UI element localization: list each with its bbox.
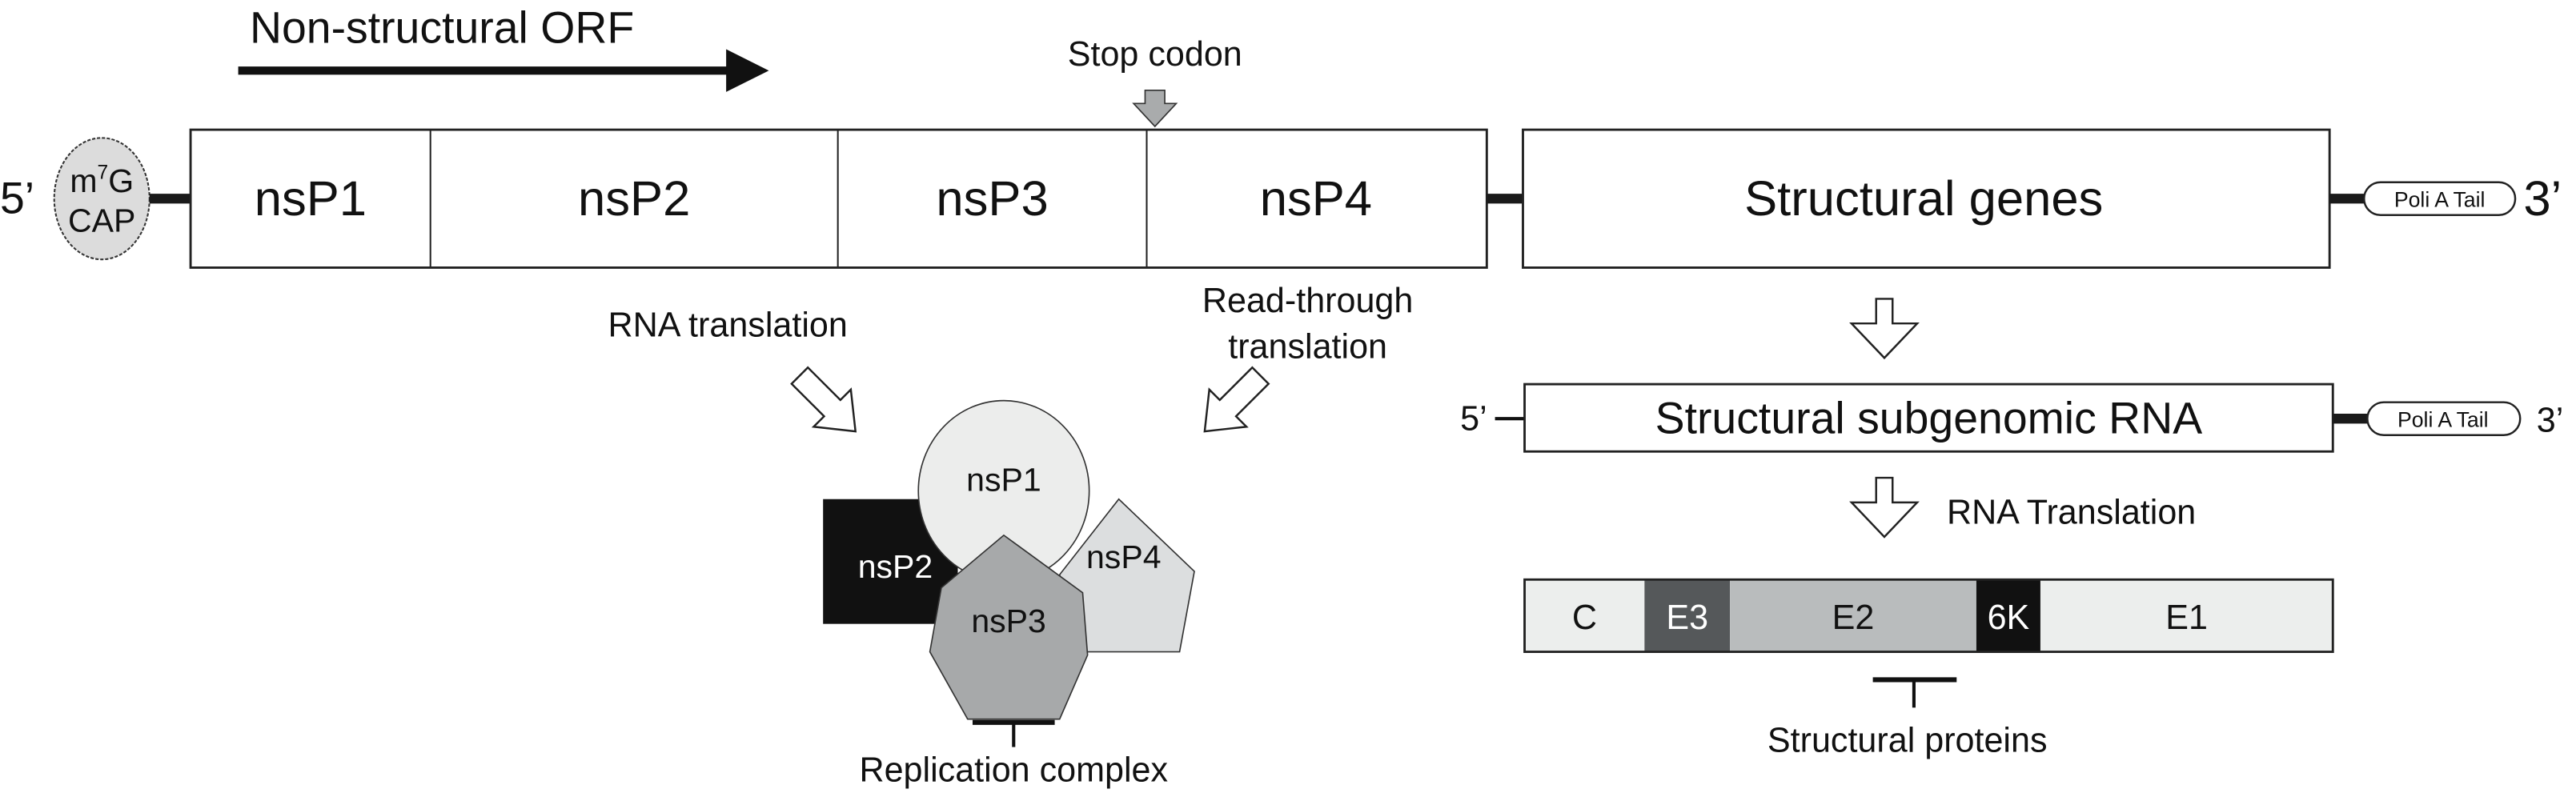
- structural-proteins-bar: C E3 E2 6K E1: [1523, 578, 2334, 653]
- protein-segment-6k: [1976, 579, 2040, 652]
- protein-nsp3-shape: [929, 534, 1089, 720]
- genome-5prime-label: 5’: [0, 174, 34, 223]
- protein-segment-e3: [1644, 579, 1731, 652]
- protein-segment-c: [1524, 579, 1645, 652]
- protein-nsp3-label: nsP3: [971, 603, 1046, 639]
- cap-label-line1: m7G: [70, 162, 134, 199]
- read-through-label-line1: Read-through: [1202, 282, 1413, 320]
- orf-arrow-icon: [238, 49, 769, 92]
- protein-nsp2-label: nsP2: [858, 548, 933, 585]
- subgenomic-rna-label: Structural subgenomic RNA: [1655, 394, 2203, 443]
- protein-segment-label: E3: [1666, 599, 1708, 637]
- replication-complex-bracket-icon: [972, 719, 1055, 747]
- protein-segment-label: 6K: [1988, 599, 2030, 637]
- read-through-arrow-icon: [1203, 366, 1270, 433]
- subgenomic-arrow-icon: [1849, 298, 1920, 360]
- genome-polya-tail: [2363, 181, 2517, 217]
- stop-codon-arrow-icon: [1132, 90, 1178, 128]
- subgenomic-rna-box: [1523, 382, 2334, 453]
- replication-complex-label: Replication complex: [859, 751, 1168, 790]
- cap-label-line2: CAP: [68, 202, 135, 238]
- genome-polya-label: Poli A Tail: [2394, 188, 2486, 212]
- rna-translation2-arrow-icon: [1849, 476, 1920, 539]
- rna-translation2-label: RNA Translation: [1947, 494, 2196, 532]
- protein-nsp4-shape: [1058, 498, 1195, 653]
- subgenomic-5prime-label: 5’: [1460, 400, 1487, 439]
- segment-nsp2: nsP2: [578, 171, 690, 226]
- structural-proteins-label: Structural proteins: [1767, 722, 2048, 760]
- protein-segment-label: E2: [1832, 599, 1875, 637]
- protein-segment-label: C: [1572, 599, 1597, 637]
- subgenomic-polya-label: Poli A Tail: [2397, 407, 2489, 431]
- structural-proteins-bracket-icon: [1872, 677, 1957, 708]
- protein-segment-e2: [1730, 579, 1976, 652]
- rna-translation-arrow-icon: [790, 366, 857, 433]
- structural-genes-label: Structural genes: [1744, 171, 2103, 226]
- read-through-label-line2: translation: [1228, 327, 1387, 366]
- segment-nsp1: nsP1: [255, 171, 367, 226]
- protein-nsp4-label: nsP4: [1086, 539, 1162, 575]
- structural-genes-box: [1522, 128, 2331, 269]
- protein-nsp1-label: nsP1: [966, 461, 1041, 498]
- protein-bar-outline: [1523, 578, 2334, 653]
- rna-translation-label: RNA translation: [608, 306, 847, 345]
- cap-circle: [53, 137, 150, 261]
- segment-nsp4: nsP4: [1260, 171, 1372, 226]
- protein-segment-e1: [2040, 579, 2333, 652]
- orf-label: Non-structural ORF: [250, 2, 634, 52]
- subgenomic-3prime-label: 3’: [2537, 402, 2564, 440]
- segment-nsp3: nsP3: [936, 171, 1048, 226]
- subgenomic-polya-tail: [2366, 401, 2522, 436]
- protein-segment-label: E1: [2165, 599, 2208, 637]
- genome-3prime-label: 3’: [2523, 171, 2562, 226]
- stop-codon-label: Stop codon: [1068, 35, 1242, 74]
